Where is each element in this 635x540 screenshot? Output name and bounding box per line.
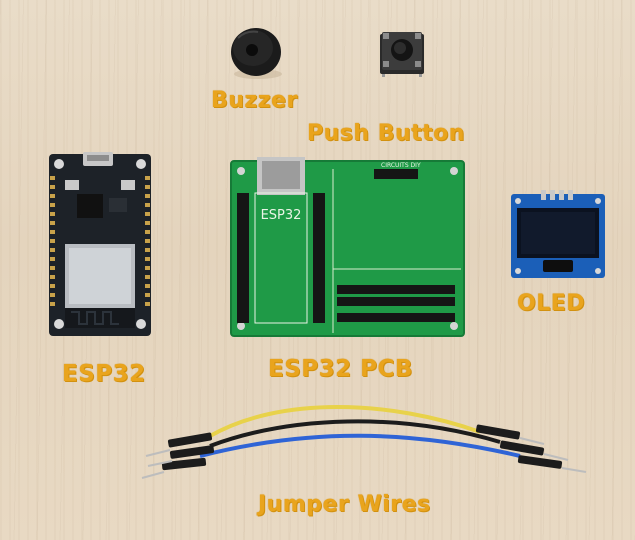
jumper-wires-image [141,405,587,479]
esp32-label: ESP32 [62,361,146,387]
jumper-wires-label: Jumper Wires [258,492,431,517]
pcb-brand-text: CIRCUITS DIY [381,162,421,169]
esp32-pcb-label: ESP32 PCB [268,356,413,382]
buzzer-image [231,28,282,79]
push-button-label: Push Button [307,121,465,146]
esp32-pcb-image: ESP32 CIRCUITS DIY [230,157,465,337]
push-button-image [380,32,424,77]
oled-label: OLED [517,291,586,316]
buzzer-label: Buzzer [211,88,298,113]
oled-display-image [511,190,605,278]
esp32-board-image [49,152,151,336]
pcb-module-text: ESP32 [261,208,302,223]
